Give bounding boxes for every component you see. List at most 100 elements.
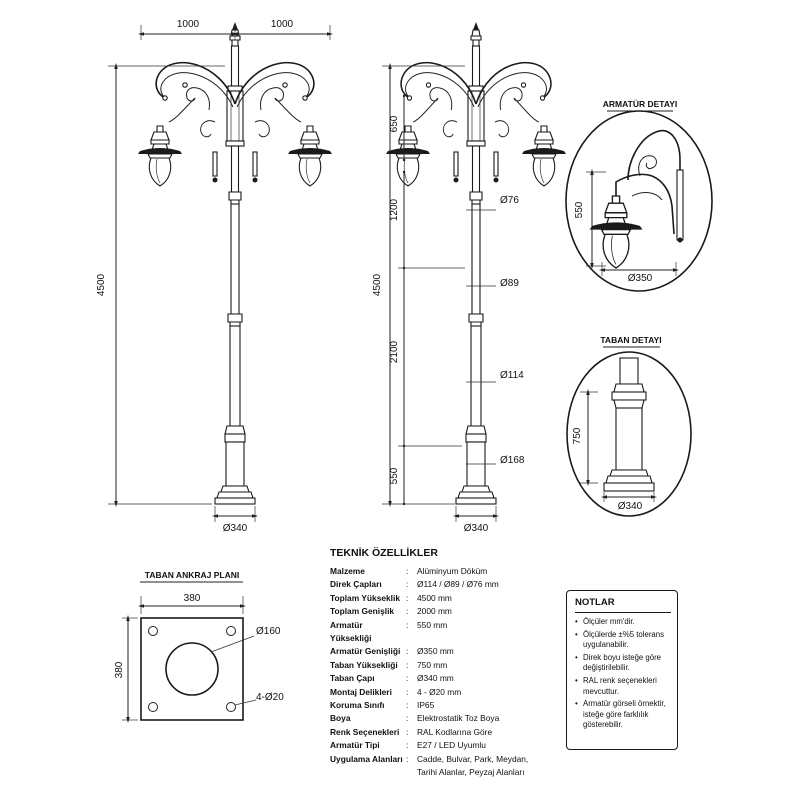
- spec-value: 4 - Ø20 mm: [417, 686, 462, 697]
- spec-title: TEKNİK ÖZELLİKLER: [330, 547, 438, 559]
- spec-row: Direk Çapları: Ø114 / Ø89 / Ø76 mm: [330, 578, 528, 591]
- spec-label: Taban Çapı: [330, 673, 375, 684]
- spec-colon: :: [406, 753, 409, 764]
- spec-row: Toplam Genişlik:2000 mm: [330, 605, 528, 618]
- note-item: Armatür görseli örnektir, isteğe göre fa…: [575, 699, 671, 731]
- spec-table: TEKNİK ÖZELLİKLER Malzeme: Alüminyum Dökü…: [330, 547, 560, 780]
- spec-row: Toplam Yükseklik:4500 mm: [330, 592, 528, 605]
- spec-label: Direk Çapları: [330, 579, 382, 590]
- armature-detail-title: ARMATÜR DETAYI: [603, 99, 677, 109]
- front-width-left: 1000: [177, 19, 200, 30]
- anchor-height: 380: [114, 661, 125, 678]
- spec-value: Tarihi Alanlar, Peyzaj Alanları: [417, 767, 525, 778]
- spec-row: Tarihi Alanlar, Peyzaj Alanları: [330, 766, 528, 779]
- spec-colon: [406, 766, 417, 779]
- front-base-dia: Ø340: [223, 523, 248, 534]
- spec-value: 2000 mm: [417, 606, 452, 617]
- side-seg-upper: 1200: [389, 198, 400, 221]
- spec-value: Alüminyum Döküm: [417, 566, 488, 576]
- spec-colon: :: [406, 646, 409, 657]
- side-seg-base: 550: [389, 467, 400, 484]
- spec-label: Koruma Sınıfı: [330, 700, 385, 711]
- spec-value: Ø114 / Ø89 / Ø76 mm: [417, 579, 499, 590]
- spec-colon: :: [406, 566, 409, 576]
- side-base-dia: Ø340: [464, 523, 489, 534]
- spec-value: Cadde, Bulvar, Park, Meydan,: [417, 753, 529, 764]
- note-item: Ölçüler mm'dir.: [575, 617, 671, 628]
- spec-label: Toplam Yükseklik: [330, 592, 400, 603]
- spec-value: RAL Kodlarına Göre: [417, 726, 493, 737]
- front-view: 1000 1000 4500 Ø340: [96, 19, 333, 534]
- spec-value: Ø350 mm: [417, 646, 454, 657]
- side-dia-mid: Ø89: [500, 278, 519, 289]
- armature-width: Ø350: [628, 273, 653, 284]
- spec-value: 4500 mm: [417, 592, 452, 603]
- spec-row: Montaj Delikleri:4 - Ø20 mm: [330, 686, 528, 699]
- spec-label: Boya: [330, 713, 351, 724]
- spec-row: Armatür Genişliği: Ø350 mm: [330, 645, 528, 658]
- base-width: Ø340: [618, 501, 643, 512]
- spec-label: Armatür Tipi: [330, 740, 380, 751]
- spec-row: Taban Çapı:Ø340 mm: [330, 672, 528, 685]
- side-total-height: 4500: [372, 273, 383, 296]
- anchor-plan: TABAN ANKRAJ PLANI 380 380 Ø160 4-Ø20: [114, 570, 284, 723]
- spec-label: Toplam Genişlik: [330, 606, 395, 617]
- front-width-right: 1000: [271, 19, 294, 30]
- spec-label: [330, 766, 406, 779]
- side-arm-height: 650: [389, 115, 400, 132]
- side-view: 4500 650 1200 2100 550 Ø76 Ø89 Ø114 Ø168…: [372, 21, 567, 534]
- base-detail: TABAN DETAYI 750 Ø340: [566, 335, 692, 517]
- spec-label: Uygulama Alanları: [330, 753, 403, 764]
- spec-label: Taban Yüksekliği: [330, 659, 398, 670]
- spec-label: Renk Seçenekleri: [330, 726, 400, 737]
- spec-colon: :: [406, 726, 409, 737]
- spec-row: Uygulama Alanları: Cadde, Bulvar, Park, M…: [330, 753, 528, 766]
- note-item: Ölçülerde ±%5 tolerans uygulanabilir.: [575, 630, 671, 651]
- spec-colon: :: [406, 659, 409, 670]
- spec-row: Koruma Sınıfı: IP65: [330, 699, 528, 712]
- side-seg-middle: 2100: [389, 340, 400, 363]
- notes-box: NOTLAR Ölçüler mm'dir. Ölçülerde ±%5 tole…: [566, 590, 678, 750]
- spec-value: Elektrostatik Toz Boya: [417, 713, 500, 724]
- base-height: 750: [572, 427, 583, 444]
- front-height: 4500: [96, 273, 107, 296]
- spec-value: 750 mm: [417, 659, 448, 670]
- spec-label: Montaj Delikleri: [330, 686, 392, 697]
- spec-value: E27 / LED Uyumlu: [417, 740, 486, 751]
- side-dia-top: Ø76: [500, 195, 519, 206]
- spec-row: Renk Seçenekleri: RAL Kodlarına Göre: [330, 726, 528, 739]
- anchor-bolt-holes: 4-Ø20: [256, 692, 284, 703]
- side-dia-low: Ø114: [500, 370, 524, 381]
- spec-row: Taban Yüksekliği:750 mm: [330, 659, 528, 672]
- spec-label: Armatür Genişliği: [330, 646, 401, 657]
- spec-colon: :: [406, 606, 409, 617]
- spec-label: Malzeme: [330, 566, 365, 576]
- spec-colon: :: [406, 579, 409, 590]
- note-item: Direk boyu isteğe göre değiştirilebilir.: [575, 653, 671, 674]
- spec-colon: :: [406, 713, 409, 724]
- notes-title: NOTLAR: [575, 597, 671, 613]
- spec-colon: :: [406, 592, 409, 603]
- armature-detail: ARMATÜR DETAYI 550 Ø350: [565, 99, 713, 292]
- spec-value: IP65: [417, 700, 435, 711]
- spec-row: Armatür Tipi: E27 / LED Uyumlu: [330, 739, 528, 752]
- base-detail-title: TABAN DETAYI: [600, 335, 661, 345]
- side-dia-base-col: Ø168: [500, 455, 525, 466]
- spec-colon: :: [406, 700, 409, 711]
- spec-colon: :: [406, 673, 409, 684]
- spec-label: Armatür Yüksekliği: [330, 619, 372, 644]
- spec-row: Boya: Elektrostatik Toz Boya: [330, 712, 528, 725]
- spec-colon: :: [406, 740, 409, 751]
- notes-list: Ölçüler mm'dir. Ölçülerde ±%5 tolerans uy…: [575, 617, 671, 731]
- anchor-center-hole: Ø160: [256, 626, 281, 637]
- spec-row: Malzeme: Alüminyum Döküm: [330, 565, 528, 578]
- spec-colon: :: [406, 686, 409, 697]
- spec-value: 550 mm: [417, 619, 448, 630]
- note-item: RAL renk seçenekleri mevcuttur.: [575, 676, 671, 697]
- anchor-plan-title: TABAN ANKRAJ PLANI: [145, 570, 239, 580]
- armature-height: 550: [574, 201, 585, 218]
- anchor-width: 380: [184, 593, 201, 604]
- spec-colon: :: [406, 619, 409, 630]
